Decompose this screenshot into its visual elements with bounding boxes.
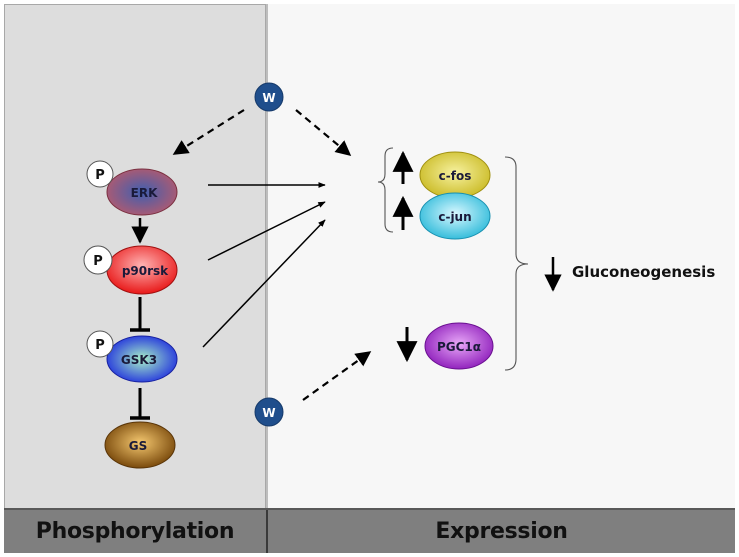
phospho-marker-icon (86, 160, 114, 188)
pathway-diagram: W W ERK P p90rs (83, 82, 715, 469)
category-footer: Phosphorylation Expression (4, 508, 735, 553)
gluconeogenesis-label: Gluconeogenesis (572, 263, 715, 281)
expression-brace (504, 156, 529, 371)
expression-panel (266, 4, 735, 508)
gsk3-to-expression-arrow (202, 219, 326, 348)
phospho-marker-icon (86, 330, 114, 358)
gsk3-node: GSK3 P (86, 330, 178, 383)
cjun-label: c-jun (438, 210, 471, 224)
p90rsk-to-gsk3-inhibition (130, 297, 150, 332)
p90rsk-to-expression-arrow (207, 201, 326, 261)
phosphorylation-footer-label: Phosphorylation (35, 519, 235, 544)
p90rsk-node: p90rsk P (83, 245, 178, 295)
cjun-node: c-jun (419, 192, 491, 240)
erk-label: ERK (131, 186, 158, 200)
gsk3-to-gs-inhibition (130, 388, 150, 420)
diagram-frame: W W ERK P p90rs (4, 4, 735, 553)
cfos-label: c-fos (439, 169, 472, 183)
pgc1a-label: PGC1α (437, 340, 481, 354)
w-to-immediate-early-genes-dashed-arrow (295, 109, 352, 156)
expression-footer-label: Expression (266, 510, 735, 553)
w-label: W (262, 91, 275, 105)
phospho-marker-label: P (93, 254, 103, 269)
w-label: W (262, 406, 275, 420)
phospho-marker-icon (83, 245, 113, 275)
p90rsk-label: p90rsk (122, 264, 169, 278)
pgc1a-node: PGC1α (424, 322, 494, 370)
gsk3-label: GSK3 (121, 353, 157, 367)
phospho-marker-label: P (95, 168, 105, 183)
w-circle-icon (254, 82, 284, 112)
w-modifier-bottom: W (254, 397, 284, 427)
phospho-marker-label: P (95, 338, 105, 353)
gs-label: GS (129, 439, 148, 453)
w-to-pgc1a-dashed-arrow (302, 351, 372, 401)
w-modifier-top: W (254, 82, 284, 112)
immediate-early-genes-brace (377, 147, 394, 233)
erk-node: ERK P (86, 160, 178, 216)
gs-node: GS (104, 421, 176, 469)
w-circle-icon (254, 397, 284, 427)
w-to-erk-dashed-arrow (172, 109, 245, 155)
cfos-node: c-fos (419, 151, 491, 199)
